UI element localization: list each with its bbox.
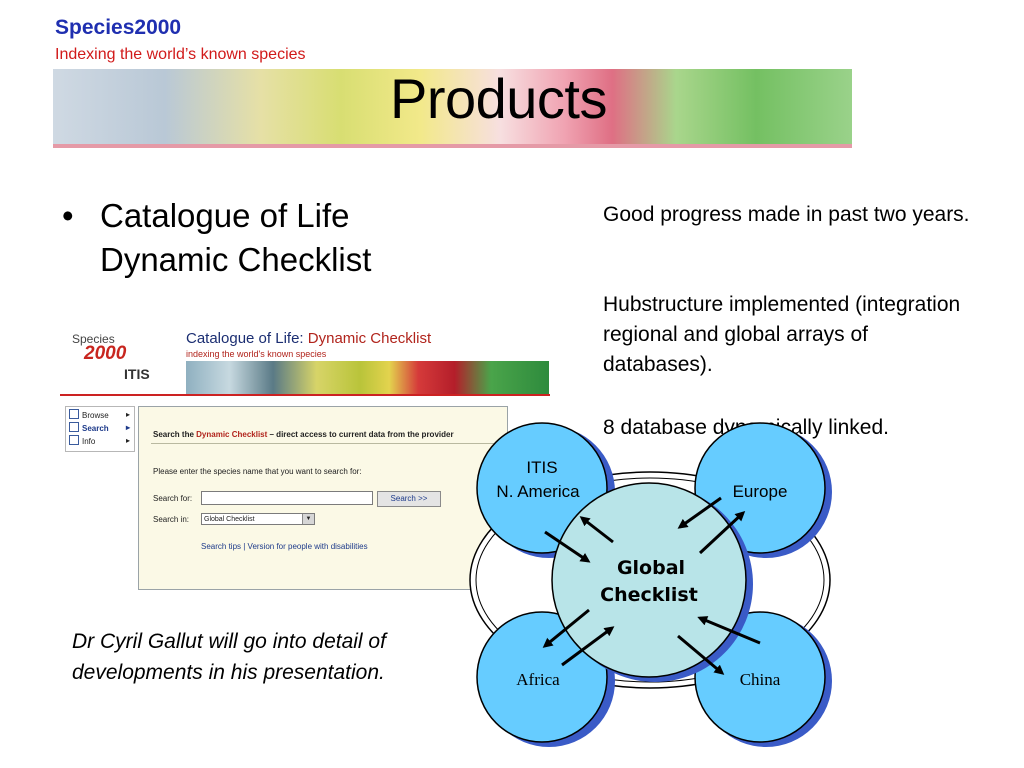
logo-species-text: Species — [72, 332, 115, 346]
catalogue-subtitle: indexing the world's known species — [186, 349, 327, 359]
bullet-text: Catalogue of Life Dynamic Checklist — [100, 197, 372, 278]
center-label-1: Global — [617, 557, 685, 579]
menu-item-info[interactable]: Info▸ — [69, 435, 133, 447]
itis-label-2: N. America — [496, 482, 580, 501]
africa-node — [476, 611, 608, 743]
europe-label: Europe — [733, 482, 788, 501]
panel-divider — [151, 443, 496, 444]
tagline: Indexing the world’s known species — [55, 46, 306, 63]
center-label-2: Checklist — [600, 584, 698, 606]
inner-ellipse — [475, 477, 825, 683]
search-prompt: Please enter the species name that you w… — [153, 467, 362, 476]
catalogue-divider — [60, 394, 550, 396]
search-icon — [69, 422, 79, 432]
catalogue-title-b: Dynamic Checklist — [307, 330, 432, 347]
progress-text: Good progress made in past two years. — [603, 203, 970, 226]
china-label: China — [740, 670, 781, 689]
search-in-select[interactable]: Global Checklist▼ — [201, 513, 315, 525]
center-node — [551, 482, 747, 678]
arrow-from-china — [697, 616, 761, 645]
arrow-to-itis — [579, 516, 614, 544]
search-input[interactable] — [201, 491, 373, 505]
africa-label: Africa — [516, 670, 560, 689]
arrow-to-europe — [698, 510, 746, 555]
arrow-to-china — [677, 634, 725, 675]
catalogue-title-a: Catalogue of Life: — [186, 330, 308, 347]
page-title: Products — [390, 67, 608, 130]
logo-2000-text: 2000 — [84, 343, 127, 364]
checklist-diagram: ITIS N. America Europe Africa China Glob… — [469, 422, 832, 747]
brand-name: Species2000 — [55, 16, 182, 39]
presenter-note: Dr Cyril Gallut will go into detail of d… — [72, 630, 386, 684]
catalogue-title: Catalogue of Life: Dynamic Checklist — [186, 330, 431, 347]
banner-divider — [53, 144, 852, 148]
search-links[interactable]: Search tips | Version for people with di… — [201, 542, 368, 551]
browse-icon — [69, 409, 79, 419]
arrow-from-europe — [677, 496, 722, 529]
logo-itis-text: ITIS — [124, 366, 150, 382]
search-panel-heading: Search the Dynamic Checklist – direct ac… — [153, 430, 454, 439]
arrow-to-africa — [542, 608, 590, 648]
menu-item-search[interactable]: Search▸ — [69, 422, 133, 434]
chevron-down-icon: ▼ — [302, 514, 314, 524]
chevron-right-icon: ▸ — [125, 423, 130, 432]
search-button[interactable]: Search >> — [377, 491, 441, 507]
arrow-from-africa — [561, 626, 615, 667]
bullet-marker: • — [62, 197, 74, 234]
menu-item-browse[interactable]: Browse▸ — [69, 409, 133, 421]
catalogue-menu: Browse▸ Search▸ Info▸ — [65, 406, 135, 452]
itis-label-1: ITIS — [526, 458, 557, 477]
search-panel: Search the Dynamic Checklist – direct ac… — [138, 406, 508, 590]
header-banner-image — [53, 69, 852, 147]
hubstructure-text: Hubstructure implemented (integration re… — [603, 293, 961, 376]
catalogue-banner-image — [186, 361, 549, 394]
search-for-label: Search for: — [153, 494, 193, 503]
info-icon — [69, 435, 79, 445]
chevron-right-icon: ▸ — [125, 436, 130, 445]
search-in-label: Search in: — [153, 515, 190, 524]
arrow-from-itis — [544, 530, 591, 563]
chevron-right-icon: ▸ — [125, 410, 130, 419]
